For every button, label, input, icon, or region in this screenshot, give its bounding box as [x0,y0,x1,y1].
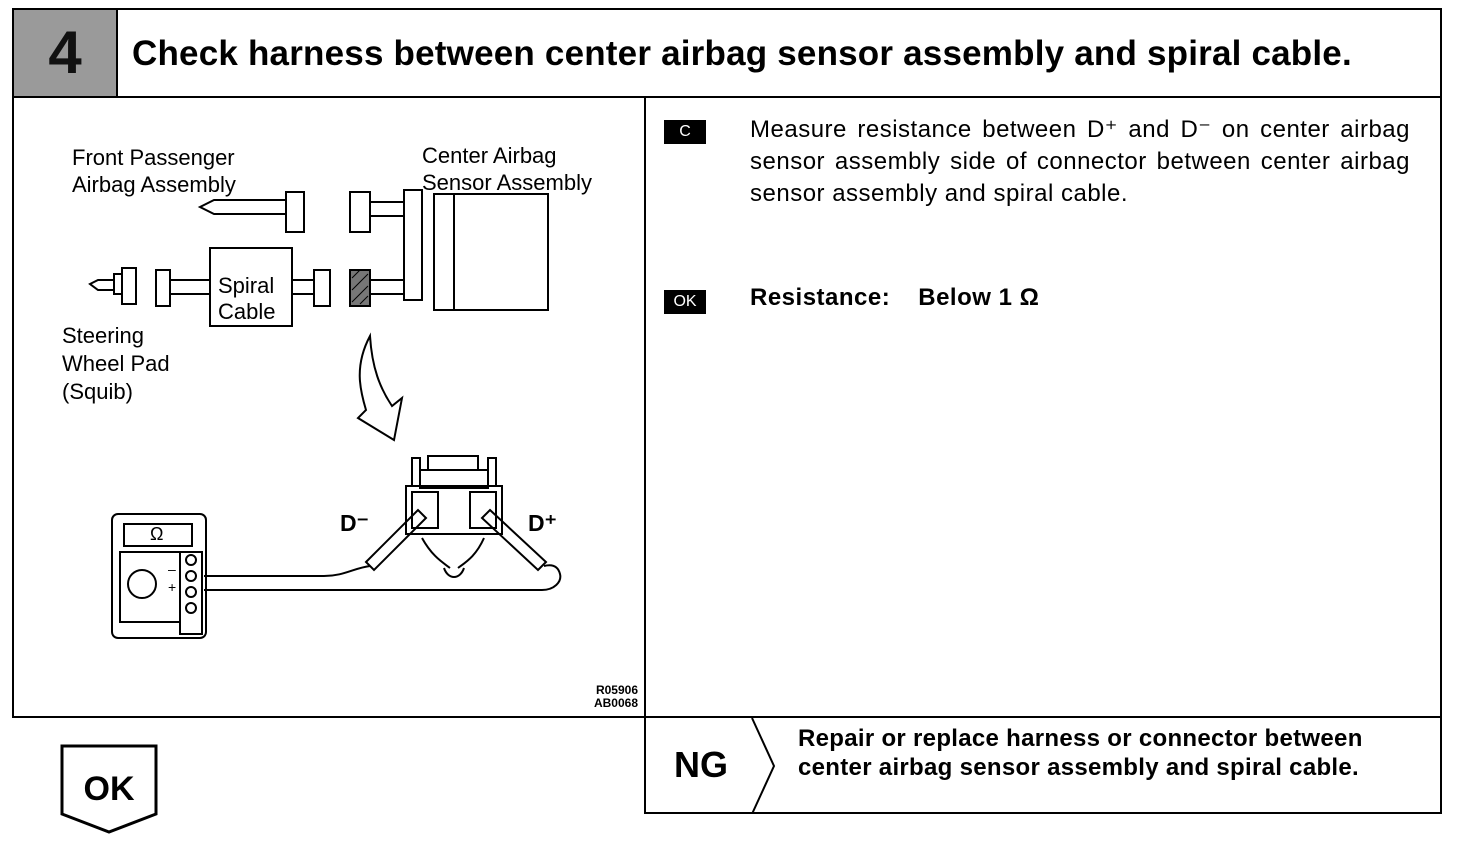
ohm-symbol: Ω [150,524,164,544]
label-steering-2: Wheel Pad [62,351,170,376]
connector-top-tab [427,455,479,471]
resistance-value: Below 1 Ω [918,284,1040,311]
ng-chevron-icon [751,718,776,814]
ng-instruction: Repair or replace harness or connector b… [798,725,1363,781]
label-d-plus: D⁺ [528,510,557,536]
procedure-frame: 4 Check harness between center airbag se… [12,8,1442,718]
connector-latch-left [411,457,421,487]
step-header: 4 Check harness between center airbag se… [14,10,1440,98]
ok-badge-icon: OK [60,744,158,834]
spiral-right-lead [291,279,315,295]
meter-jack-1 [185,554,197,566]
meter-plus-label: + [168,579,177,595]
connector-wire-tip [443,567,465,578]
measure-instruction: Measure resistance between D⁺ and D⁻ on … [750,116,1410,207]
sensor-connector-body [403,189,423,301]
label-steering-3: (Squib) [62,379,133,404]
front-passenger-connector [285,191,305,233]
label-d-minus: D⁻ [340,510,369,536]
down-arrow-icon [356,332,404,442]
label-center-airbag-2: Sensor Assembly [422,170,592,195]
connector-housing [405,485,503,535]
meter-minus-label: – [168,561,176,577]
connector-top-body [419,469,489,489]
front-passenger-plug-lead [197,199,287,215]
connector-cavity-right [469,491,497,529]
spiral-left-lead [169,279,211,295]
connector-latch-right [487,457,497,487]
squib-plug-collar [113,273,123,295]
squib-plug-tip [88,279,115,291]
lead-plus [204,564,562,591]
sensor-upper-lead [369,201,405,217]
probe-plus [480,508,548,572]
connector-cavity-left [411,491,439,529]
meter-jack-2 [185,570,197,582]
ok-result-badge: OK [60,744,160,841]
spiral-left-connector [155,269,171,307]
resistance-label: Resistance: [750,284,891,311]
label-steering-1: Steering [62,323,144,348]
page-title: Check harness between center airbag sens… [132,34,1352,73]
label-center-airbag-1: Center Airbag [422,143,557,168]
figure-code-1: R05906 [595,683,638,697]
label-spiral-2: Cable [218,299,276,324]
label-front-passenger-2: Airbag Assembly [72,172,236,197]
wiring-diagram: Front Passenger Airbag Assembly Center A… [14,98,646,716]
label-front-passenger-1: Front Passenger [72,145,235,170]
label-spiral-1: Spiral [218,273,275,298]
ng-label: NG [674,744,728,785]
tag-c: C [664,120,706,144]
tag-ok: OK [664,290,706,314]
spiral-right-connector [313,269,331,307]
figure-code-2: AB0068 [593,696,638,710]
connector-wires [421,537,485,569]
resistance-spec: Resistance: Below 1 Ω [750,284,1039,312]
ohmmeter-body [111,513,207,639]
meter-jack-4 [185,602,197,614]
squib-connector [121,267,137,305]
sensor-upper-plug [349,191,371,233]
ohmmeter-jack-panel [179,551,203,635]
probe-minus [364,508,428,572]
sensor-box-side [433,193,455,311]
ng-result-box: NG Repair or replace harness or connecto… [644,718,1442,814]
instruction-panel: C Measure resistance between D⁺ and D⁻ o… [646,98,1442,716]
lead-minus [204,565,371,577]
center-airbag-sensor-box [433,193,549,311]
ohmmeter-display [123,523,193,547]
sensor-lower-lead [369,279,405,295]
meter-jack-3 [185,586,197,598]
step-number-box: 4 [14,10,118,96]
diagram-illustration [88,189,562,639]
figure-codes: R05906 AB0068 [594,684,638,710]
ok-badge-label: OK [84,770,135,808]
ohmmeter-dial-icon [127,569,157,599]
step-number: 4 [48,19,82,86]
